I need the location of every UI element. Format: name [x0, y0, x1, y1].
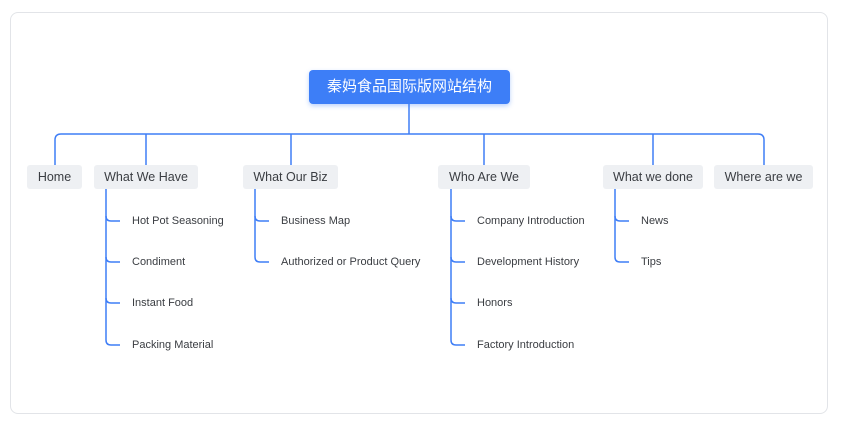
connector-leaf-packing-material — [105, 298, 120, 346]
connector-leaf-factory-introduction — [450, 298, 465, 346]
connector-bus — [54, 133, 765, 165]
leaf-node-business-map[interactable]: Business Map — [281, 215, 351, 227]
connector-leaf-honors — [450, 257, 465, 304]
connector-leaf-hot-pot-seasoning — [105, 189, 120, 222]
branch-node-where-are-we[interactable]: Where are we — [714, 165, 813, 189]
branch-node-home[interactable]: Home — [27, 165, 82, 189]
leaf-node-honors[interactable]: Honors — [477, 297, 513, 309]
connector-leaf-news — [614, 189, 629, 222]
leaf-node-tips[interactable]: Tips — [641, 256, 662, 268]
branch-node-what-our-biz[interactable]: What Our Biz — [243, 165, 338, 189]
leaf-node-packing-material[interactable]: Packing Material — [132, 339, 214, 351]
leaf-node-news[interactable]: News — [641, 215, 669, 227]
branch-node-what-we-have[interactable]: What We Have — [94, 165, 198, 189]
connector-leaf-condiment — [105, 216, 120, 263]
leaf-node-factory-introduction[interactable]: Factory Introduction — [477, 339, 575, 351]
leaf-node-hot-pot-seasoning[interactable]: Hot Pot Seasoning — [132, 215, 224, 227]
branch-node-who-are-we[interactable]: Who Are We — [438, 165, 530, 189]
connector-leaf-tips — [614, 216, 629, 263]
connector-leaf-instant-food — [105, 257, 120, 304]
leaf-node-instant-food[interactable]: Instant Food — [132, 297, 194, 309]
leaf-node-company-introduction[interactable]: Company Introduction — [477, 215, 585, 227]
connector-leaf-development-history — [450, 216, 465, 263]
root-node[interactable]: 秦妈食品国际版网站结构 — [309, 70, 510, 104]
leaf-node-development-history[interactable]: Development History — [477, 256, 580, 268]
connector-leaf-authorized-query — [254, 216, 269, 263]
connector-leaf-business-map — [254, 189, 269, 222]
leaf-node-condiment[interactable]: Condiment — [132, 256, 186, 268]
connector-leaf-company-introduction — [450, 189, 465, 222]
branch-node-what-we-done[interactable]: What we done — [603, 165, 703, 189]
leaf-node-authorized-query[interactable]: Authorized or Product Query — [281, 256, 421, 268]
